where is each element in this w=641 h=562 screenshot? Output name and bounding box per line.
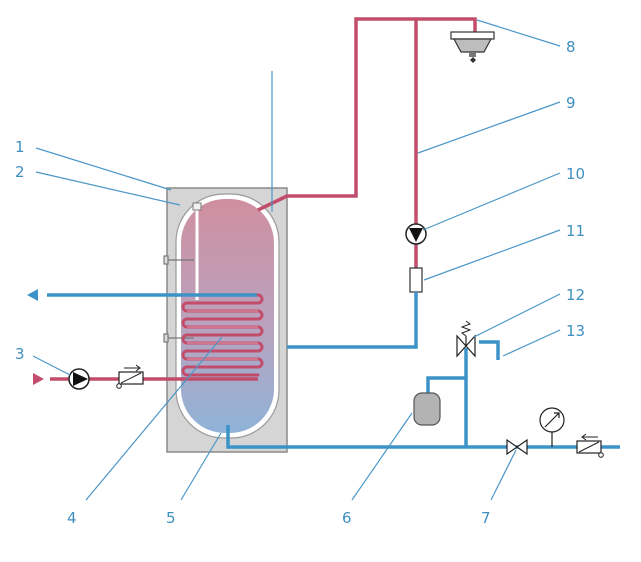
gauge-needle-icon xyxy=(544,412,560,428)
leader-1 xyxy=(35,147,172,191)
callout-13: 13 xyxy=(566,322,585,340)
primary-check-valve xyxy=(116,364,144,389)
pump-icon xyxy=(73,372,88,386)
safety-valve xyxy=(456,320,476,358)
leader-12 xyxy=(473,293,561,338)
primary-circuit xyxy=(33,364,258,390)
callout-8: 8 xyxy=(566,38,576,56)
leader-10 xyxy=(422,172,561,231)
callout-12: 12 xyxy=(566,286,585,304)
arrow-left-icon xyxy=(27,289,38,301)
hot-water-tap xyxy=(450,31,495,63)
leader-2 xyxy=(35,171,181,206)
pump-icon xyxy=(409,228,423,242)
callout-1: 1 xyxy=(15,138,25,156)
leader-5 xyxy=(180,432,222,501)
leader-4 xyxy=(85,336,223,501)
leader-3 xyxy=(32,355,71,376)
hot-water-circuit xyxy=(257,17,495,349)
hot-water-riser xyxy=(257,17,477,212)
leader-8 xyxy=(476,19,561,47)
leader-6 xyxy=(351,412,413,501)
spring-icon xyxy=(460,320,472,337)
callout-4: 4 xyxy=(67,509,77,527)
callout-10: 10 xyxy=(566,165,585,183)
leader-lines xyxy=(32,19,561,501)
callout-labels: 1 2 3 4 5 6 7 8 9 10 11 12 13 xyxy=(15,38,585,527)
coil-windings xyxy=(181,293,264,377)
cold-water-inlet xyxy=(226,425,620,449)
drain-outlet xyxy=(479,340,500,360)
shut-off-valve xyxy=(506,438,528,456)
callout-2: 2 xyxy=(15,163,25,181)
callout-7: 7 xyxy=(481,509,491,527)
circulation-pump xyxy=(68,368,90,390)
callout-9: 9 xyxy=(566,94,576,112)
pressure-gauge xyxy=(539,407,565,447)
cold-water-circuit xyxy=(226,320,620,458)
check-valve xyxy=(409,267,423,293)
sensor-head xyxy=(192,202,202,211)
inlet-check-valve xyxy=(576,433,604,458)
leader-13 xyxy=(502,329,561,357)
arrow-right-icon xyxy=(33,373,44,385)
callout-11: 11 xyxy=(566,222,585,240)
leader-11 xyxy=(423,229,561,281)
heat-exchanger-coil xyxy=(27,289,264,377)
tank-inner-vessel xyxy=(181,199,274,433)
leader-9 xyxy=(417,101,561,154)
expansion-vessel xyxy=(413,392,441,426)
callout-6: 6 xyxy=(342,509,352,527)
recirculation-return-pipe xyxy=(287,292,418,349)
leader-7 xyxy=(490,449,517,501)
sensor-brackets xyxy=(163,255,194,343)
recirculation-pump xyxy=(405,223,427,245)
coil-windings-highlight xyxy=(187,310,258,360)
expansion-branch xyxy=(426,376,468,447)
callout-3: 3 xyxy=(15,345,25,363)
callout-5: 5 xyxy=(166,509,176,527)
